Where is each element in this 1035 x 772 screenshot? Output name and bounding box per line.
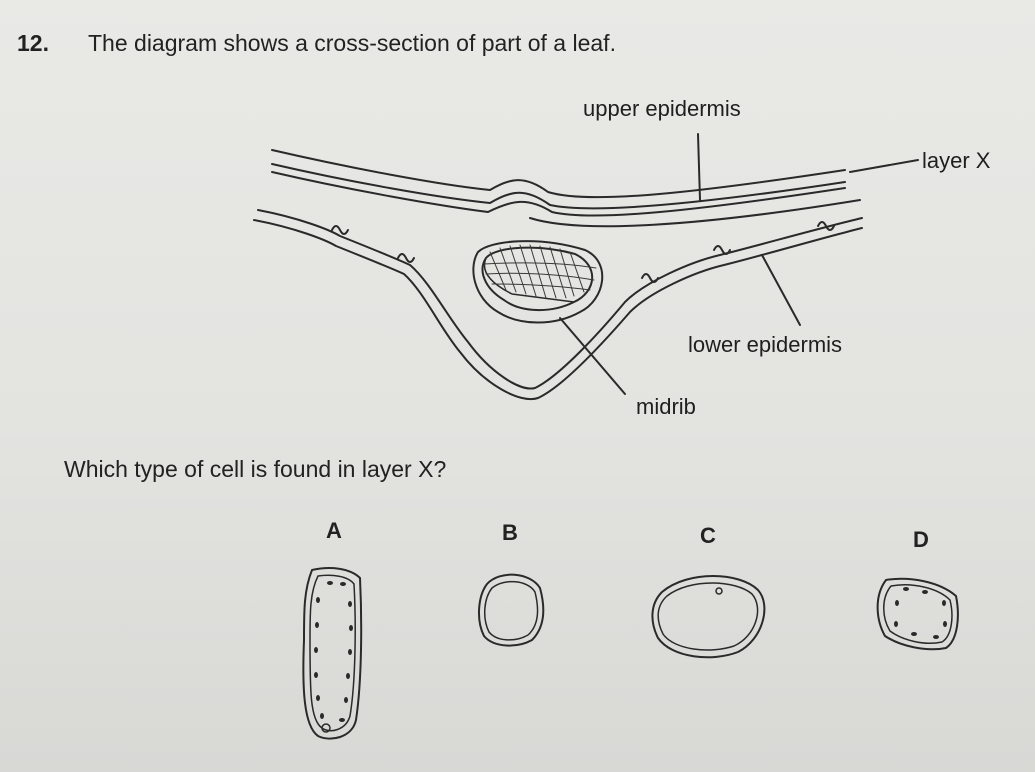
option-c-letter[interactable]: C [700, 523, 716, 548]
option-d-letter[interactable]: D [913, 527, 929, 552]
option-b-cell[interactable] [478, 573, 545, 647]
option-c-cell[interactable] [651, 575, 766, 659]
option-b-letter[interactable]: B [502, 520, 518, 545]
question-prompt: Which type of cell is found in layer X? [64, 456, 447, 482]
label-lower-epidermis: lower epidermis [688, 332, 843, 357]
leader-layer-x [849, 159, 919, 173]
leader-midrib [559, 317, 626, 395]
upper-epidermis [271, 149, 846, 217]
label-upper-epidermis: upper epidermis [583, 96, 741, 121]
label-layer-x: layer X [922, 148, 991, 173]
question-number: 12. [17, 30, 49, 56]
label-midrib: midrib [636, 394, 696, 419]
option-d-cell[interactable] [876, 577, 959, 651]
leader-upper-epidermis [697, 133, 701, 201]
layer-x [529, 199, 861, 228]
option-a-letter[interactable]: A [326, 518, 342, 543]
leader-lower-epidermis [761, 254, 801, 326]
option-a-cell[interactable] [302, 567, 363, 740]
lower-epidermis [253, 209, 863, 401]
question-stem: The diagram shows a cross-section of par… [88, 30, 616, 56]
vascular-bundle [472, 240, 604, 324]
